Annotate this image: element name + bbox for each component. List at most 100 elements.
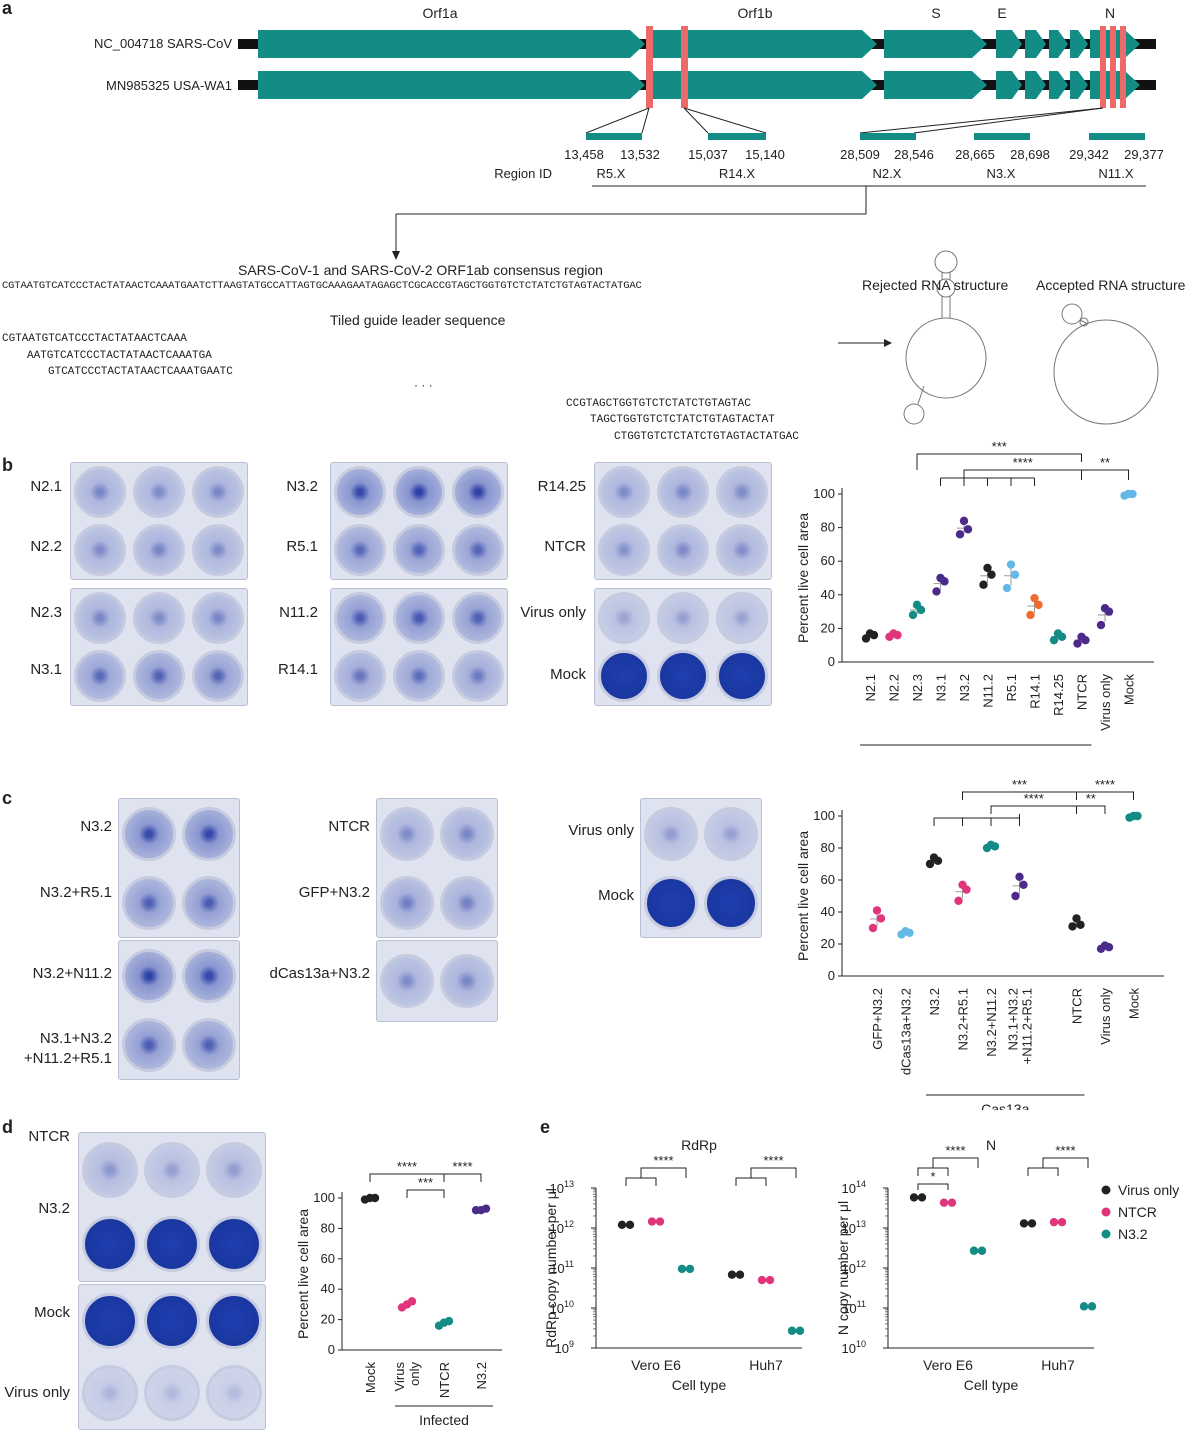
genome-name-usa-wa1: MN985325 USA-WA1 xyxy=(106,78,232,93)
x-tick-label: Vero E6 xyxy=(631,1357,681,1373)
accepted-rna-structure xyxy=(1053,303,1159,425)
culture-well xyxy=(191,650,244,702)
region-bars xyxy=(586,133,1145,140)
plate-label: NTCR xyxy=(328,818,370,835)
significance-bracket: **** xyxy=(443,1159,482,1182)
well-plate xyxy=(594,588,772,706)
x-tick-label: Mock xyxy=(1122,674,1137,706)
x-tick-label: NTCR xyxy=(437,1362,452,1398)
x-tick-label: N3.2 xyxy=(474,1362,489,1389)
data-group xyxy=(982,840,1000,853)
target-region-marks xyxy=(646,26,1126,108)
significance-bracket: **** xyxy=(750,1153,797,1178)
data-group xyxy=(868,906,886,933)
data-point xyxy=(1072,914,1081,923)
culture-well xyxy=(715,592,768,644)
x-tick-label: GFP+N3.2 xyxy=(870,988,885,1050)
x-tick-label: Virus only xyxy=(1098,988,1113,1045)
data-point xyxy=(685,1264,695,1274)
genome-track-1 xyxy=(238,30,1156,58)
data-group xyxy=(677,1264,695,1274)
region-start: 13,458 xyxy=(564,147,604,162)
data-point xyxy=(481,1204,491,1213)
data-point xyxy=(969,1246,979,1255)
significance-bracket: *** xyxy=(962,777,1077,800)
data-point xyxy=(912,600,922,610)
data-point xyxy=(1049,1217,1059,1227)
data-group xyxy=(1002,560,1020,593)
plate-label: N3.2 xyxy=(286,478,318,495)
plate-label: N3.2+N11.2 xyxy=(32,965,112,982)
x-tick-label: NTCR xyxy=(1075,674,1090,710)
legend-label: N3.2 xyxy=(1118,1226,1148,1242)
x-tick-label: dCas13a+N3.2 xyxy=(899,988,914,1075)
comparison-comb xyxy=(940,477,1035,486)
plate-label: N2.2 xyxy=(30,538,62,555)
significance-label: **** xyxy=(763,1153,783,1168)
legend-label: NTCR xyxy=(1118,1204,1157,1220)
plate-label: N2.3 xyxy=(30,604,62,621)
plate-label: Mock xyxy=(598,887,634,904)
ellipsis: · · · xyxy=(414,378,433,392)
culture-well xyxy=(122,875,176,930)
culture-well xyxy=(133,650,185,702)
data-point xyxy=(1026,610,1035,620)
data-point xyxy=(959,516,969,526)
data-point xyxy=(865,629,875,638)
data-group xyxy=(787,1326,805,1335)
well-plate xyxy=(78,1284,266,1430)
x-tick-label: N3.2+N11.2 xyxy=(984,988,999,1057)
tiled-guide-seq: CCGTAGCTGGTGTCTCTATCTGTAGTAC xyxy=(566,398,751,410)
plate-label: N3.2 xyxy=(80,818,112,835)
plate-label: N3.1 xyxy=(30,661,62,678)
significance-bracket: *** xyxy=(916,440,1082,462)
culture-well xyxy=(657,466,709,518)
y-tick-label: 0 xyxy=(828,968,835,983)
data-point xyxy=(1053,629,1063,638)
data-group xyxy=(434,1316,454,1330)
data-point xyxy=(901,927,910,936)
data-group xyxy=(861,629,879,643)
data-point xyxy=(1129,811,1138,821)
comparison-comb xyxy=(933,817,1020,826)
data-point xyxy=(655,1217,665,1226)
region-start: 29,342 xyxy=(1069,147,1109,162)
tiled-guide-seq: AATGTCATCCCTACTATAACTCAAATGA xyxy=(27,350,212,362)
data-group xyxy=(909,1193,927,1202)
panel-letter-a: a xyxy=(2,0,13,18)
culture-well xyxy=(334,650,387,702)
region-end: 15,140 xyxy=(745,147,785,162)
x-tick-label: Huh7 xyxy=(749,1357,783,1373)
genome-track-2 xyxy=(238,71,1156,99)
legend-marker xyxy=(1101,1229,1111,1239)
plate-label: N3.2 xyxy=(38,1200,70,1217)
tiled-guide-seq: TAGCTGGTGTCTCTATCTGTAGTACTAT xyxy=(590,414,775,426)
culture-well xyxy=(82,1216,138,1272)
culture-well xyxy=(74,466,127,518)
culture-well xyxy=(133,466,185,518)
data-point xyxy=(1068,922,1077,931)
data-point xyxy=(958,880,967,889)
culture-well xyxy=(598,524,651,576)
data-group xyxy=(939,1198,957,1207)
x-tick-label: N3.2 xyxy=(927,988,942,1015)
culture-well xyxy=(704,875,758,930)
data-point xyxy=(955,530,965,539)
well-plate xyxy=(118,798,240,938)
culture-well xyxy=(122,1017,176,1072)
culture-well xyxy=(598,650,651,702)
x-tick-label: N3.1 xyxy=(934,674,949,701)
culture-well xyxy=(393,524,445,576)
data-point xyxy=(617,1220,627,1230)
tiled-guide-seq: CGTAATGTCATCCCTACTATAACTCAAA xyxy=(2,333,187,345)
data-point xyxy=(876,914,886,923)
region-id-label: Region ID xyxy=(494,166,552,181)
culture-well xyxy=(334,592,387,644)
culture-well xyxy=(380,875,434,930)
gene-label-orf1b: Orf1b xyxy=(737,5,772,21)
accepted-structure-label: Accepted RNA structure xyxy=(1036,277,1186,293)
y-tick-label: 60 xyxy=(821,553,835,568)
culture-well xyxy=(182,948,236,1003)
culture-well xyxy=(598,592,651,644)
plate-label: +N11.2+R5.1 xyxy=(23,1050,112,1067)
